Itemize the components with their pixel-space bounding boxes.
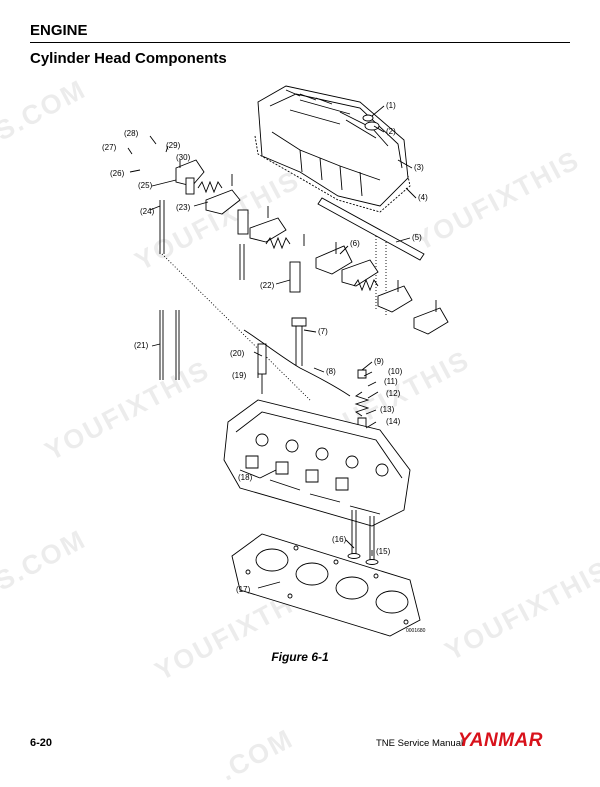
callout-23: (23) — [176, 203, 191, 212]
callout-15: (15) — [376, 547, 391, 556]
callout-28: (28) — [124, 129, 139, 138]
callout-6: (6) — [350, 239, 360, 248]
yanmar-logo: YANMAR — [458, 730, 543, 751]
callout-26: (26) — [110, 169, 125, 178]
callout-11: (11) — [384, 377, 398, 386]
figure-code: 0001680 — [406, 628, 426, 634]
callout-17: (17) — [236, 585, 251, 594]
callout-27: (27) — [102, 143, 117, 152]
callout-16: (16) — [332, 535, 347, 544]
callout-8: (8) — [326, 367, 336, 376]
callout-9: (9) — [374, 357, 384, 366]
callout-19: (19) — [232, 371, 247, 380]
callout-24: (24) — [140, 207, 155, 216]
manual-name: TNE Service Manual — [376, 738, 464, 749]
callout-20: (20) — [230, 349, 245, 358]
callout-5: (5) — [412, 233, 422, 242]
callout-4: (4) — [418, 193, 428, 202]
callout-1: (1) — [386, 101, 396, 110]
section-heading: ENGINE — [30, 22, 88, 39]
callout-21: (21) — [134, 341, 149, 350]
callout-2: (2) — [386, 127, 396, 136]
callout-22: (22) — [260, 281, 275, 290]
callout-12: (12) — [386, 389, 401, 398]
figure-caption: Figure 6-1 — [271, 650, 329, 664]
callout-7: (7) — [318, 327, 328, 336]
page-title: Cylinder Head Components — [30, 50, 227, 67]
callout-30: (30) — [176, 153, 191, 162]
callout-18: (18) — [238, 473, 253, 482]
page-number: 6-20 — [30, 737, 53, 749]
callout-10: (10) — [388, 367, 403, 376]
callout-14: (14) — [386, 417, 401, 426]
header-rule — [30, 42, 570, 43]
callout-29: (29) — [166, 141, 181, 150]
callout-13: (13) — [380, 405, 395, 414]
callout-3: (3) — [414, 163, 424, 172]
callout-25: (25) — [138, 181, 153, 190]
